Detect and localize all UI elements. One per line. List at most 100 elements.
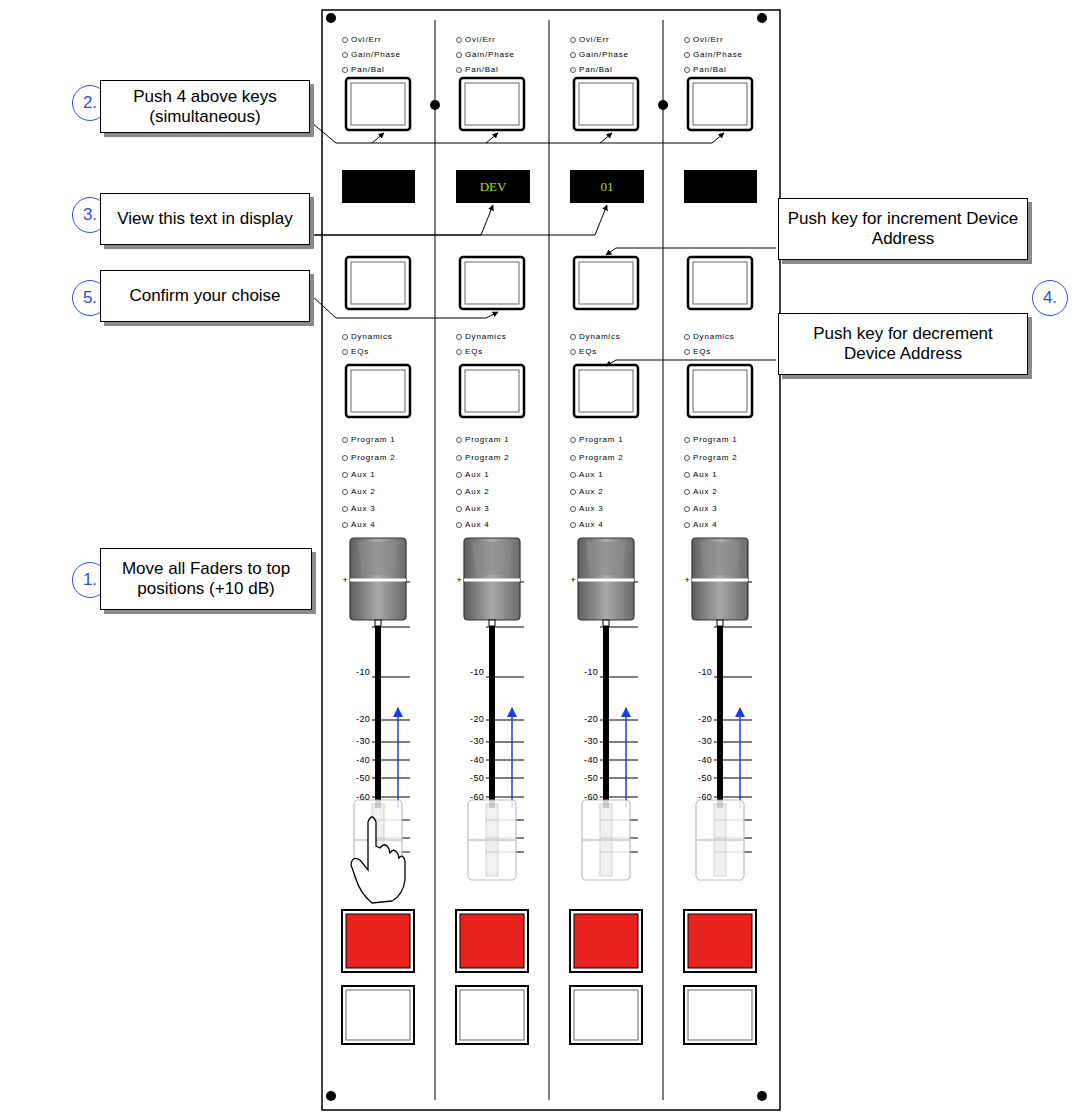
panel-label: Program 2 [351, 454, 396, 462]
callout-box: View this text in display [100, 193, 310, 245]
node-text: Push 4 above keys (simultaneous) [107, 87, 303, 126]
panel-label: Aux 1 [579, 471, 603, 479]
panel-label: Program 1 [351, 436, 396, 444]
panel-label: Aux 3 [465, 505, 489, 513]
panel-label: Aux 4 [351, 521, 375, 529]
scale-label: -60 [356, 793, 370, 802]
panel-label: Dynamics [693, 333, 735, 341]
scale-label: -60 [470, 793, 484, 802]
panel-label: Pan/Bal [465, 66, 499, 74]
scale-label: -40 [356, 756, 370, 765]
panel-label: EQs [351, 348, 369, 356]
scale-label: -40 [470, 756, 484, 765]
panel-label: Dynamics [465, 333, 507, 341]
scale-label: -60 [698, 793, 712, 802]
panel-label: Ovl/Err [351, 36, 382, 44]
scale-label: -20 [698, 715, 712, 724]
panel-screws [326, 13, 767, 1101]
panel-label: Gain/Phase [465, 51, 515, 59]
scale-label: -30 [584, 737, 598, 746]
scale-label: -10 [470, 668, 484, 677]
callout-box: Move all Faders to top positions (+10 dB… [100, 548, 312, 610]
panel-label: Aux 2 [465, 488, 489, 496]
panel-label: Aux 3 [351, 505, 375, 513]
panel-label: EQs [579, 348, 597, 356]
scale-label: + [456, 576, 462, 585]
panel-label: Aux 2 [351, 488, 375, 496]
scale-label: -10 [356, 668, 370, 677]
panel-label: Aux 4 [465, 521, 489, 529]
scale-label: -50 [470, 774, 484, 783]
panel-label: Program 2 [579, 454, 624, 462]
scale-label: -30 [356, 737, 370, 746]
panel-label: Dynamics [579, 333, 621, 341]
node-text: 4. [1043, 288, 1057, 308]
leader-arrow [311, 205, 607, 235]
leader-arrow [311, 205, 493, 235]
callout-box: Push 4 above keys (simultaneous) [100, 80, 310, 133]
scale-label: -10 [698, 668, 712, 677]
scale-label: -30 [698, 737, 712, 746]
scale-label: -20 [356, 715, 370, 724]
panel-label: Aux 1 [351, 471, 375, 479]
scale-label: -20 [470, 715, 484, 724]
panel-label: Aux 3 [579, 505, 603, 513]
panel-label: Program 1 [579, 436, 624, 444]
panel-label: Gain/Phase [693, 51, 743, 59]
channel-display: DEV [456, 170, 530, 203]
scale-label: -10 [584, 668, 598, 677]
scale-label: + [342, 576, 348, 585]
blank-display [684, 170, 757, 203]
scale-label: -40 [698, 756, 712, 765]
leader-lines [312, 123, 776, 366]
node-text: Push key for increment Device Address [785, 209, 1021, 248]
callout-box: Push key for increment Device Address [778, 198, 1028, 260]
scale-label: -60 [584, 793, 598, 802]
scale-label: + [570, 576, 576, 585]
panel-label: Program 1 [465, 436, 510, 444]
panel-label: Program 2 [693, 454, 738, 462]
panel-label: Aux 4 [693, 521, 717, 529]
panel-label: Gain/Phase [579, 51, 629, 59]
scale-label: -50 [584, 774, 598, 783]
panel-label: Ovl/Err [693, 36, 724, 44]
panel-label: EQs [465, 348, 483, 356]
node-text: View this text in display [117, 209, 292, 229]
callout-box: Confirm your choise [100, 270, 310, 322]
panel-label: Pan/Bal [693, 66, 727, 74]
channel-display: 01 [570, 170, 644, 203]
node-text: 5. [83, 288, 97, 308]
scale-label: -30 [470, 737, 484, 746]
panel-label: Aux 2 [579, 488, 603, 496]
panel-label: Dynamics [351, 333, 393, 341]
panel-label: Aux 4 [579, 521, 603, 529]
node-text: 1. [83, 570, 97, 590]
panel-label: Ovl/Err [465, 36, 496, 44]
panel-frame [322, 10, 780, 1110]
strip-dividers [435, 20, 663, 1100]
node-text: DEV [480, 179, 507, 195]
scale-label: -50 [356, 774, 370, 783]
scale-label: -20 [584, 715, 598, 724]
node-text: Push key for decrement Device Address [785, 324, 1021, 363]
scale-label: -40 [584, 756, 598, 765]
panel-label: Aux 2 [693, 488, 717, 496]
panel-label: Ovl/Err [579, 36, 610, 44]
scale-label: -50 [698, 774, 712, 783]
panel-label: Pan/Bal [579, 66, 613, 74]
panel-label: Pan/Bal [351, 66, 385, 74]
scale-label: + [684, 576, 690, 585]
node-text: Move all Faders to top positions (+10 dB… [107, 559, 305, 598]
callout-box: Push key for decrement Device Address [778, 313, 1028, 375]
panel-label: Aux 1 [693, 471, 717, 479]
panel-label: Aux 3 [693, 505, 717, 513]
node-text: 3. [83, 205, 97, 225]
channel-strip [684, 38, 756, 1045]
panel-label: Gain/Phase [351, 51, 401, 59]
panel-label: Program 1 [693, 436, 738, 444]
pointing-hand [351, 817, 405, 903]
panel-label: Aux 1 [465, 471, 489, 479]
callout-number: 4. [1032, 280, 1068, 316]
